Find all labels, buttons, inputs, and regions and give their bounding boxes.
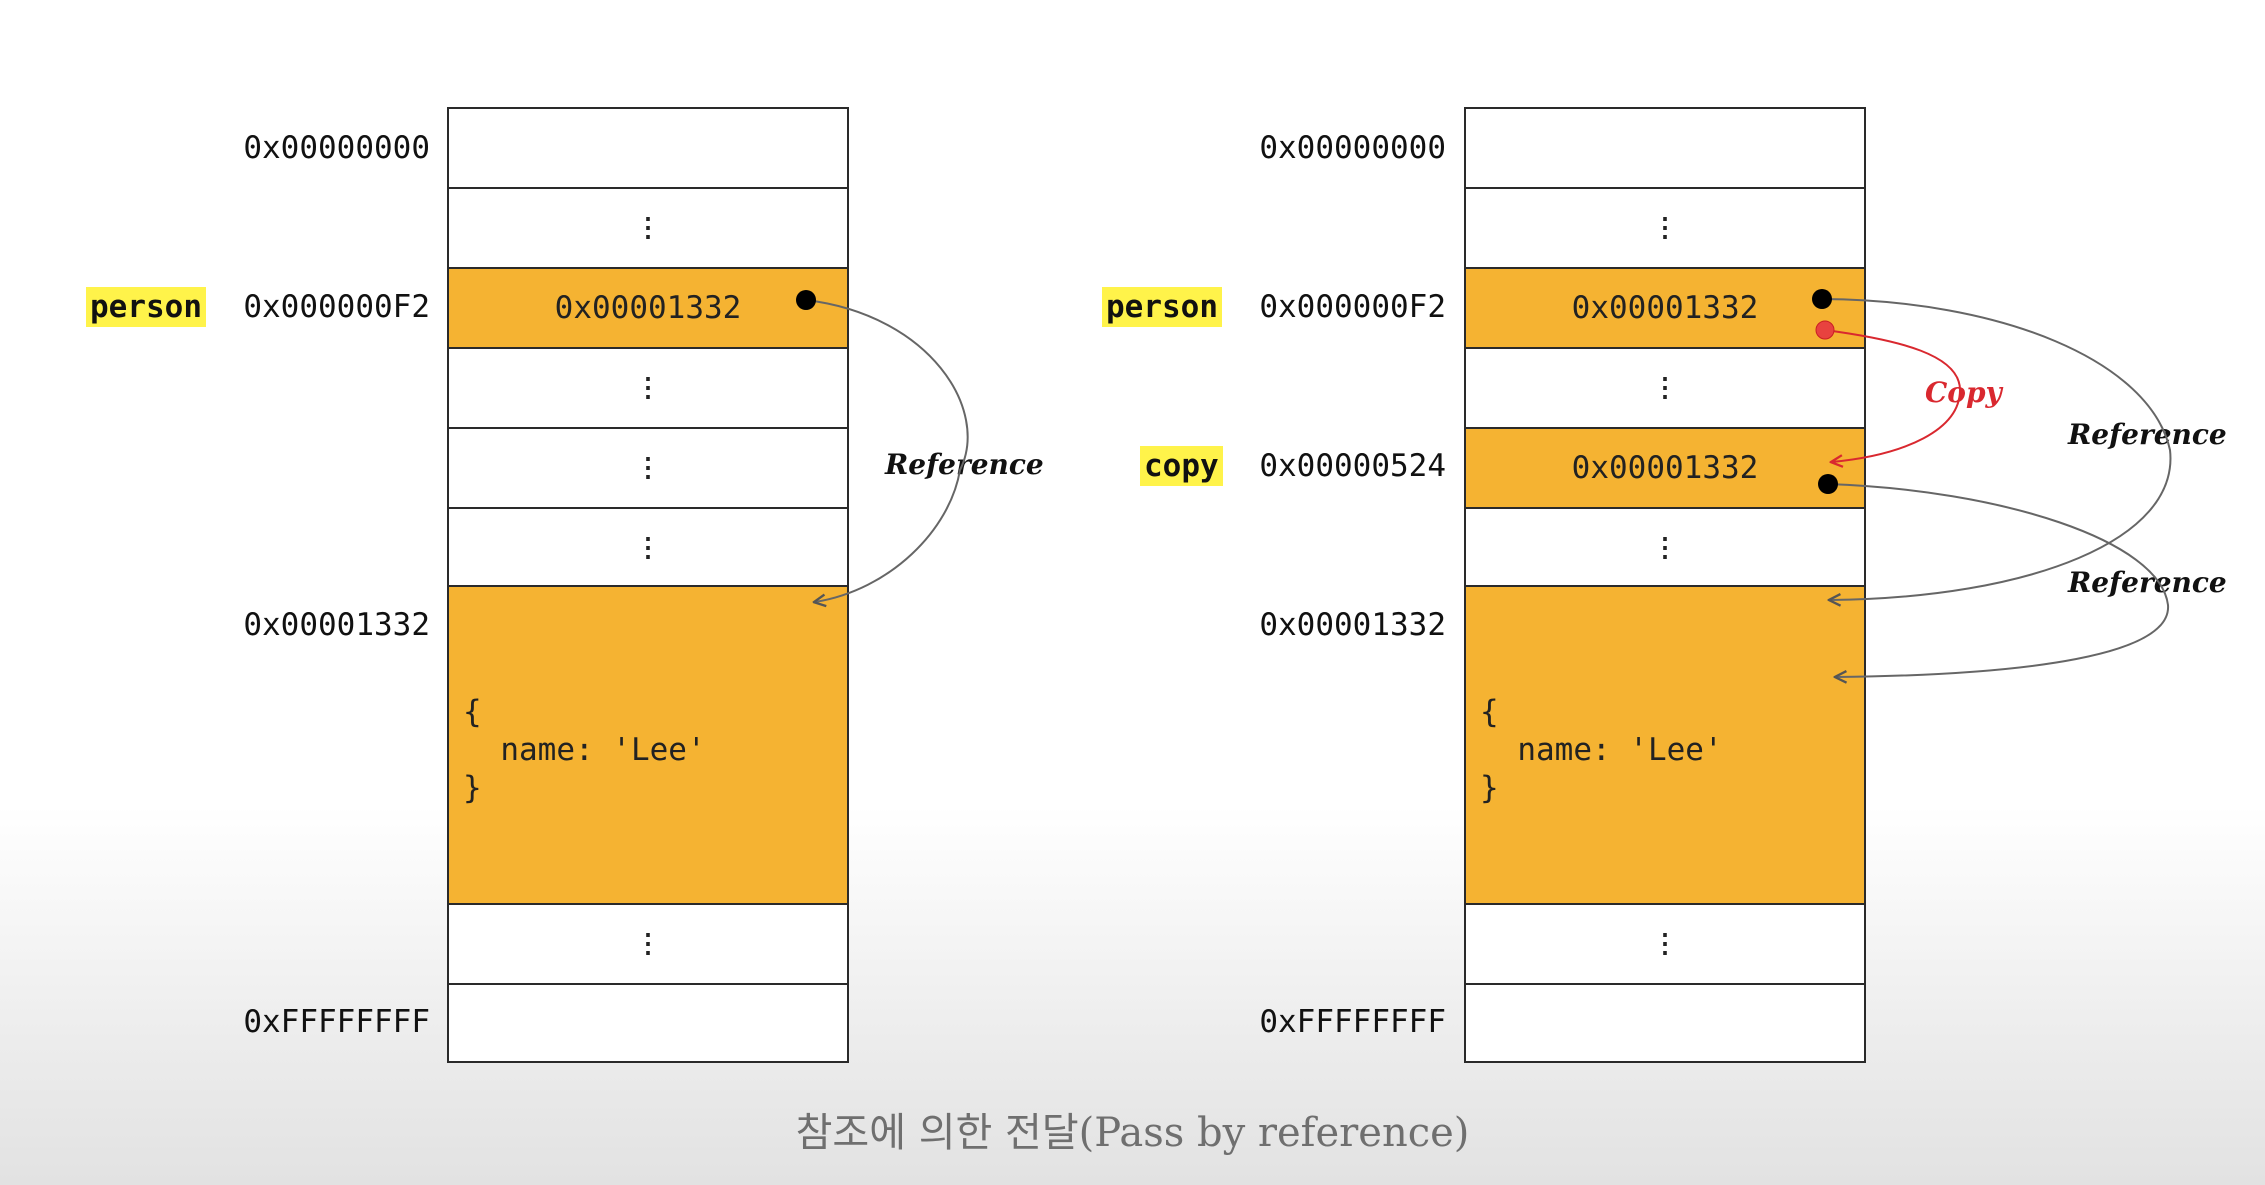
variable-name-person: person (86, 287, 206, 327)
memory-cell (1464, 107, 1866, 189)
copy-label: Copy (1925, 376, 2002, 409)
address-label: 0xFFFFFFFF (243, 1004, 430, 1040)
address-label: 0x00001332 (1259, 607, 1446, 643)
pointer-dot (1818, 474, 1838, 494)
ellipsis-cell: ⋮ (1464, 347, 1866, 429)
reference-label: Reference (2068, 418, 2227, 451)
pointer-dot (1812, 289, 1832, 309)
ellipsis-cell: ⋮ (447, 187, 849, 269)
address-label: 0x00000000 (243, 130, 430, 166)
caption: 참조에 의한 전달(Pass by reference) (795, 1110, 1470, 1156)
variable-name-copy: copy (1140, 446, 1223, 486)
variable-name-person: person (1102, 287, 1222, 327)
reference-arrow (1821, 298, 2172, 600)
memory-cell (447, 983, 849, 1063)
person-value-cell: 0x00001332 (447, 267, 849, 349)
address-label: 0xFFFFFFFF (1259, 1004, 1446, 1040)
copy-value-cell: 0x00001332 (1464, 427, 1866, 509)
reference-arrow (805, 299, 969, 602)
address-label: 0x00001332 (243, 607, 430, 643)
copy-dot (1815, 320, 1835, 340)
address-label: 0x00000000 (1259, 130, 1446, 166)
memory-cell (1464, 983, 1866, 1063)
reference-label: Reference (2068, 566, 2227, 599)
object-cell: { name: 'Lee' } (1464, 585, 1866, 905)
address-label: 0x000000F2 (243, 289, 430, 325)
ellipsis-cell: ⋮ (447, 903, 849, 985)
reference-arrow (1827, 483, 2170, 677)
address-label: 0x00000524 (1259, 448, 1446, 484)
ellipsis-cell: ⋮ (447, 507, 849, 589)
ellipsis-cell: ⋮ (1464, 507, 1866, 589)
address-label: 0x000000F2 (1259, 289, 1446, 325)
reference-label: Reference (885, 448, 1044, 481)
memory-cell (447, 107, 849, 189)
copy-arrow (1824, 329, 1962, 462)
pointer-dot (796, 290, 816, 310)
